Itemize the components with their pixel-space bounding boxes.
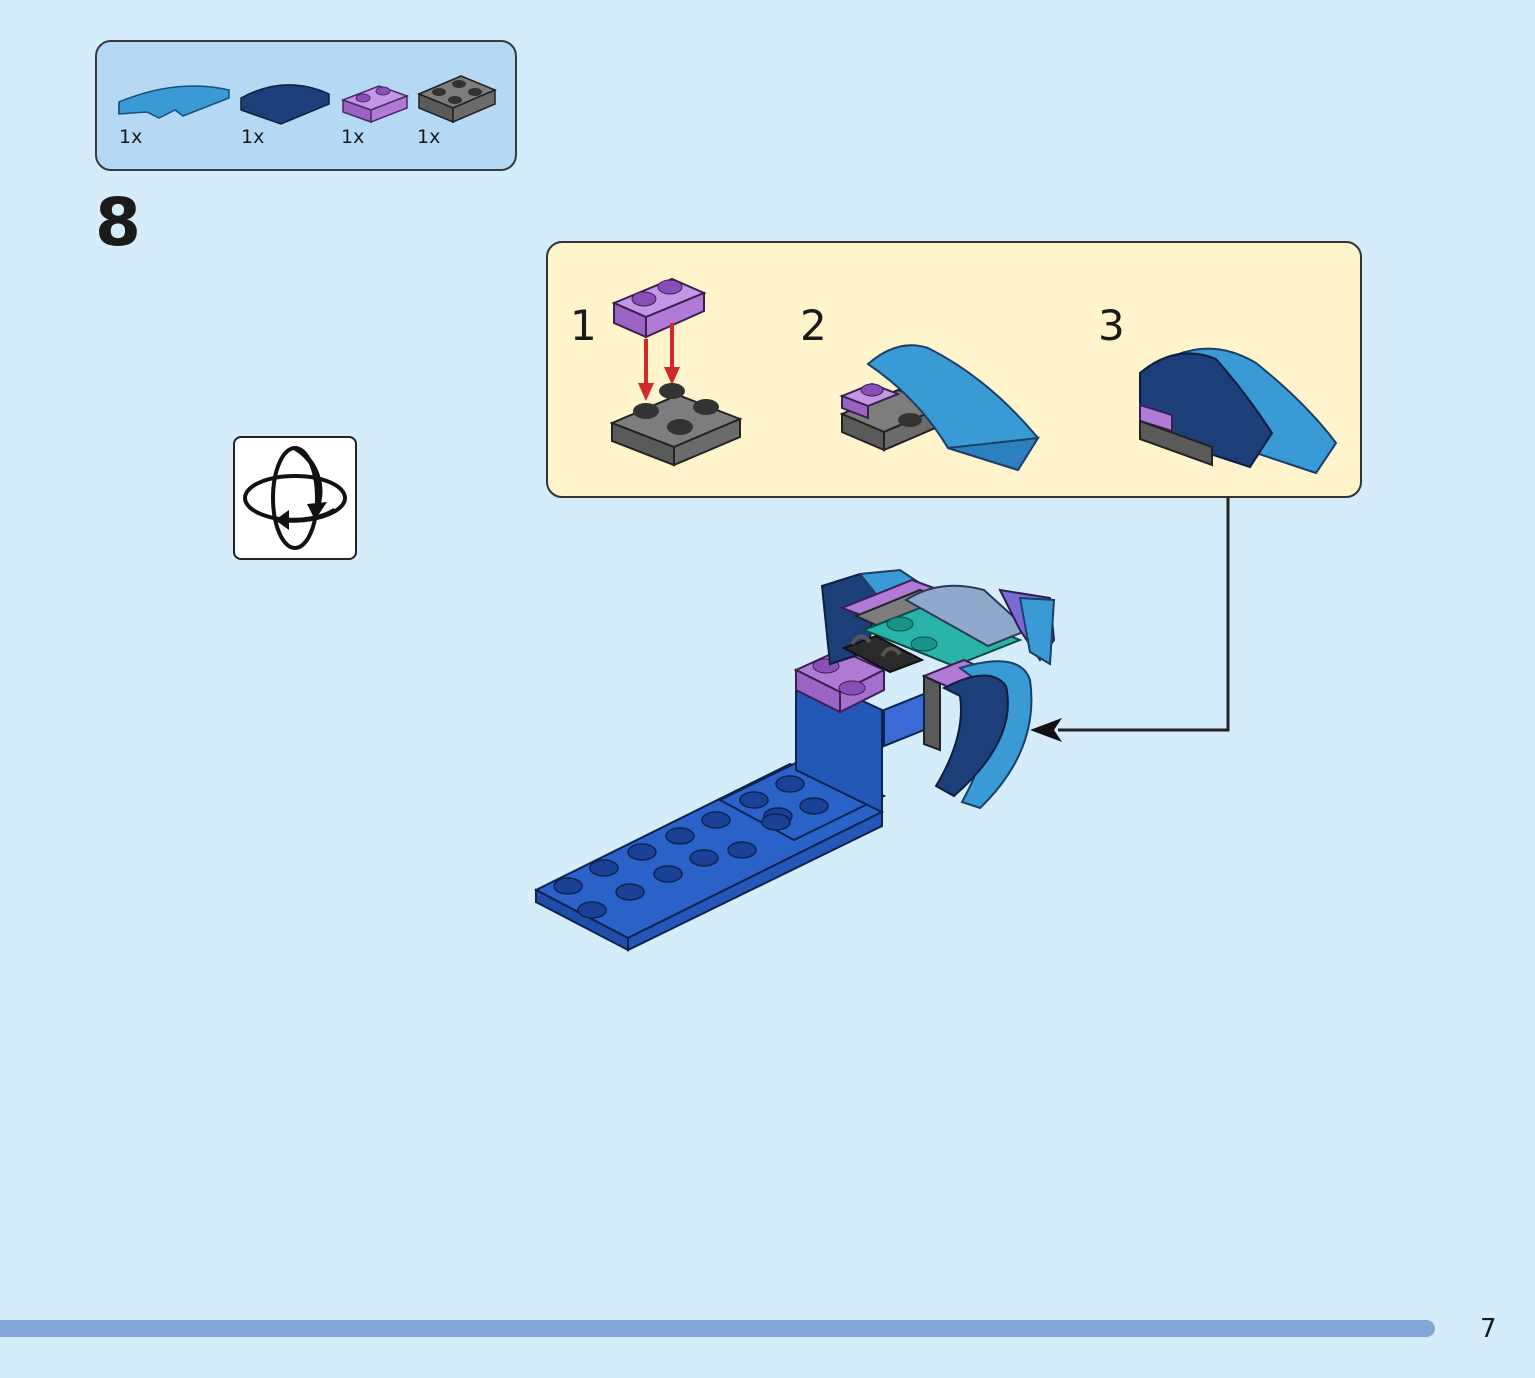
- sub-step-number-2: 2: [800, 301, 827, 350]
- sub-assembly-panel: 1 2 3: [546, 241, 1362, 498]
- step-number: 8: [95, 184, 141, 261]
- parts-list-box: 1x 1x 1x 1x: [95, 40, 517, 171]
- part-qty-4: 1x: [417, 126, 441, 148]
- dark-blue-curved-slope-part: [240, 84, 330, 125]
- sub-step-1-illustration: [609, 277, 743, 467]
- dark-gray-plate-part: [417, 75, 497, 124]
- purple-plate-part: [340, 85, 410, 124]
- part-qty-2: 1x: [241, 126, 265, 148]
- light-blue-curved-slope-part: [118, 85, 230, 119]
- progress-bar: [0, 1320, 1435, 1337]
- part-qty-3: 1x: [341, 126, 365, 148]
- sub-step-3-illustration: [1139, 347, 1338, 475]
- sub-step-number-1: 1: [570, 301, 597, 350]
- main-model-illustration: [533, 568, 1056, 952]
- callout-arrow-icon: [1030, 718, 1062, 742]
- sub-step-number-3: 3: [1098, 301, 1125, 350]
- part-qty-1: 1x: [119, 126, 143, 148]
- rotate-model-box: [233, 436, 357, 560]
- rotate-model-icon: [243, 445, 347, 550]
- sub-step-2-illustration: [839, 344, 1040, 472]
- page-number: 7: [1480, 1314, 1497, 1344]
